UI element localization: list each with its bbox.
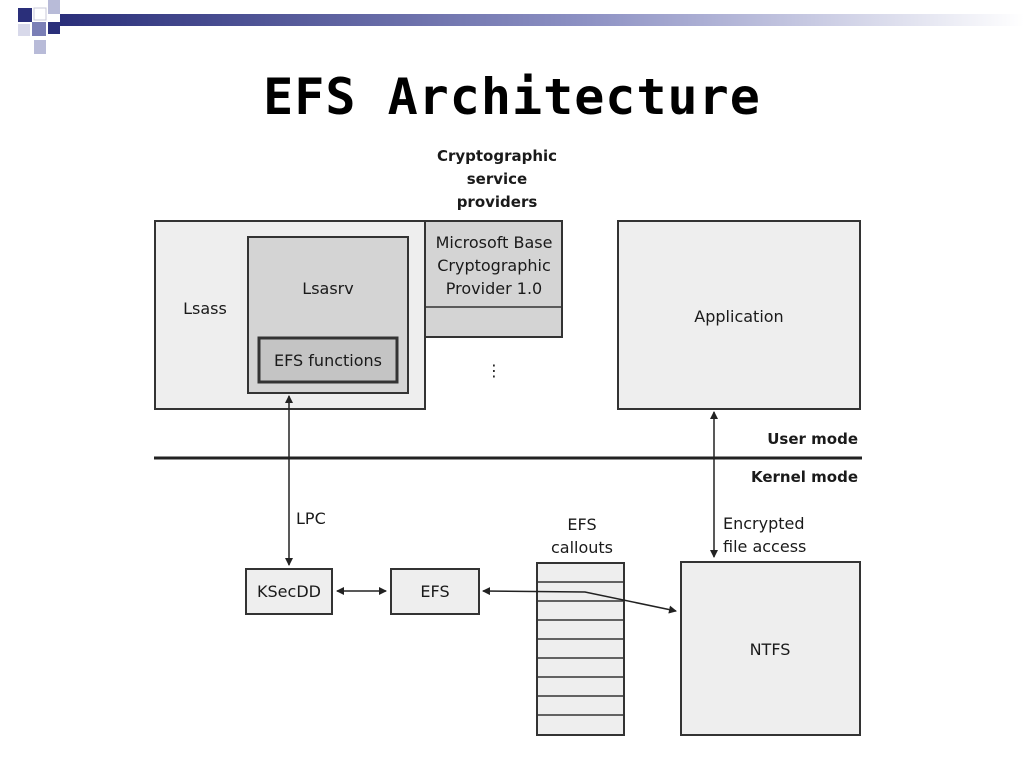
- ms-provider-box: [424, 220, 563, 338]
- ntfs-label: NTFS: [750, 640, 791, 659]
- page-title: EFS Architecture: [263, 68, 761, 126]
- ksecdd-label: KSecDD: [257, 582, 321, 601]
- header-decoration: [18, 0, 1024, 54]
- gradient-bar: [60, 14, 1024, 26]
- efs-functions-box: [257, 336, 399, 384]
- ms-provider-line-2: Cryptographic: [437, 256, 551, 275]
- kernel-mode-label: Kernel mode: [751, 468, 858, 486]
- user-mode-label: User mode: [767, 430, 858, 448]
- csp-heading-line-3: providers: [457, 193, 538, 211]
- logo-square: [33, 7, 47, 21]
- efs-callouts-line-2: callouts: [551, 538, 613, 557]
- efs-ntfs-arrow: [482, 587, 677, 614]
- ms-provider-line-3: Provider 1.0: [446, 279, 542, 298]
- logo-square: [34, 40, 46, 54]
- logo-square: [48, 0, 60, 14]
- logo-square: [48, 22, 60, 34]
- efs-functions-label: EFS functions: [274, 351, 382, 370]
- lsasrv-label: Lsasrv: [302, 279, 353, 298]
- application-box: [617, 220, 861, 410]
- ms-provider-line-1: Microsoft Base: [436, 233, 553, 252]
- logo-square: [18, 8, 32, 22]
- efs-callouts-line-1: EFS: [567, 515, 596, 534]
- encrypted-access-line-1: Encrypted: [723, 514, 805, 533]
- application-label: Application: [694, 307, 783, 326]
- lpc-label: LPC: [296, 509, 326, 528]
- logo-square: [18, 24, 30, 36]
- csp-heading-line-1: Cryptographic: [437, 147, 557, 165]
- logo-square: [32, 22, 46, 36]
- lsass-label: Lsass: [183, 299, 227, 318]
- ksecdd-box: [245, 568, 333, 615]
- efs-label: EFS: [420, 582, 449, 601]
- encrypted-access-line-2: file access: [723, 537, 806, 556]
- efs-box: [390, 568, 480, 615]
- efs-callouts-table: [536, 562, 625, 736]
- more-providers-ellipsis: ⋮: [486, 361, 502, 380]
- csp-heading-line-2: service: [467, 170, 527, 188]
- ntfs-box: [680, 561, 861, 736]
